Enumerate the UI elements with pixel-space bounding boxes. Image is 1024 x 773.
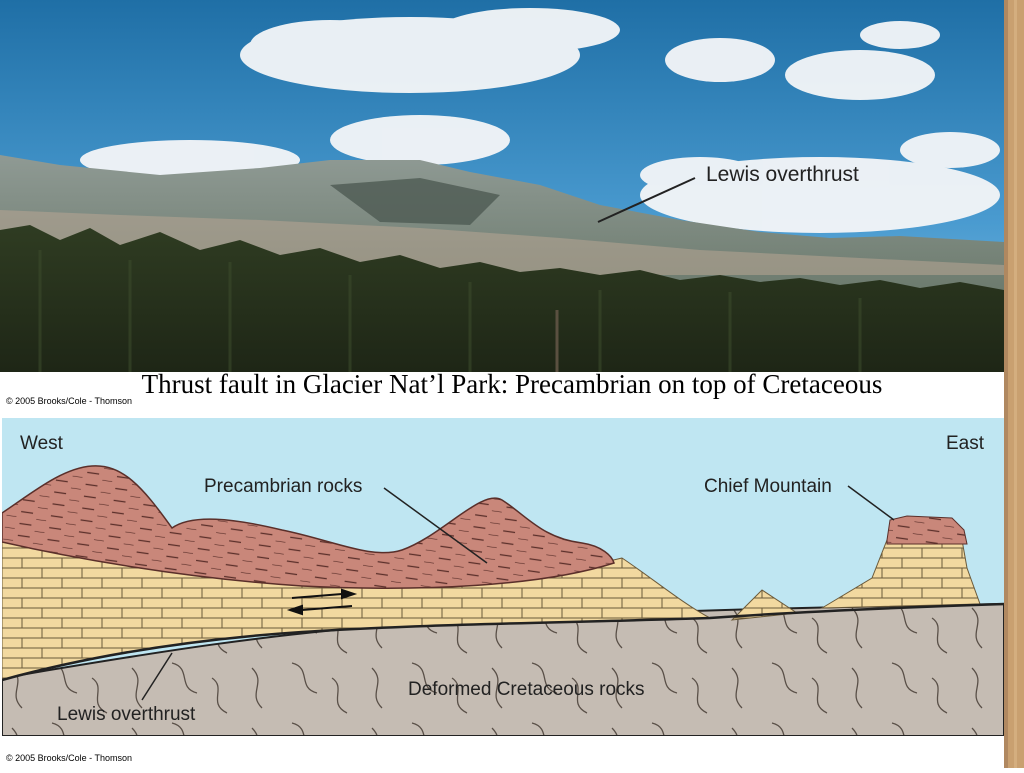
decorative-strip [1004, 0, 1024, 768]
precambrian-layer [2, 465, 615, 589]
diagram-credit: © 2005 Brooks/Cole - Thomson [6, 753, 133, 763]
photo-label-pointer [597, 177, 696, 223]
photo-caption: Thrust fault in Glacier Nat’l Park: Prec… [141, 369, 883, 399]
label-deformed-cretaceous: Deformed Cretaceous rocks [408, 679, 645, 700]
landscape-photo [0, 0, 1004, 372]
clouds [80, 8, 1000, 233]
photo-credit: © 2005 Brooks/Cole - Thomson [6, 396, 133, 406]
overthrust-leader [141, 652, 173, 701]
forest [0, 225, 1004, 372]
photo-label-lewis-overthrust: Lewis overthrust [706, 163, 859, 186]
thrust-arrows [286, 588, 358, 616]
label-chief-mountain: Chief Mountain [704, 476, 832, 497]
cross-section-diagram [2, 418, 1004, 736]
label-east: East [946, 433, 985, 454]
label-west: West [20, 433, 63, 454]
chief-mountain-leader [847, 485, 895, 521]
precambrian-leader [383, 487, 488, 564]
fault-line [2, 602, 1004, 682]
label-lewis-overthrust: Lewis overthrust [57, 704, 196, 725]
label-precambrian-rocks: Precambrian rocks [204, 476, 363, 497]
